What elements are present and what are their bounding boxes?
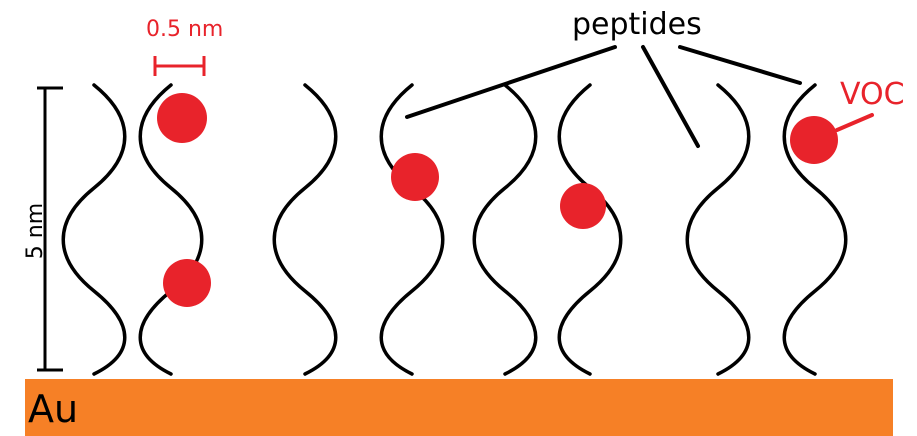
peptide-chain-8: [782, 83, 848, 376]
height-scale-bar: [37, 86, 63, 372]
voc-molecule: [163, 259, 211, 307]
peptide-chain-1: [61, 83, 127, 376]
peptides-label: peptides: [572, 7, 702, 42]
peptides-leader-3: [678, 45, 802, 85]
peptide-chain-4: [379, 83, 445, 376]
voc-leader: [835, 113, 874, 132]
peptide-chain-3: [272, 83, 338, 376]
voc-molecule: [157, 93, 207, 143]
voc-molecule: [560, 183, 606, 229]
voc-molecule: [790, 116, 838, 164]
au-substrate: [25, 379, 893, 436]
scale-label: 0.5 nm: [146, 17, 224, 42]
voc-label: VOC: [840, 77, 905, 112]
voc-molecules: [157, 93, 838, 307]
peptides-leader-lines: [405, 45, 802, 148]
peptide-chains: [61, 83, 848, 376]
peptide-chain-6: [557, 83, 623, 376]
substrate-label: Au: [28, 387, 79, 431]
height-label: 5 nm: [23, 202, 48, 260]
voc-molecule: [391, 153, 439, 201]
peptide-chain-7: [685, 83, 751, 376]
peptides-leader-2: [641, 45, 700, 148]
width-scale-bar: [153, 56, 206, 76]
peptides-leader-1: [405, 45, 617, 119]
peptide-chain-2: [138, 83, 204, 376]
peptide-chain-5: [472, 83, 538, 376]
